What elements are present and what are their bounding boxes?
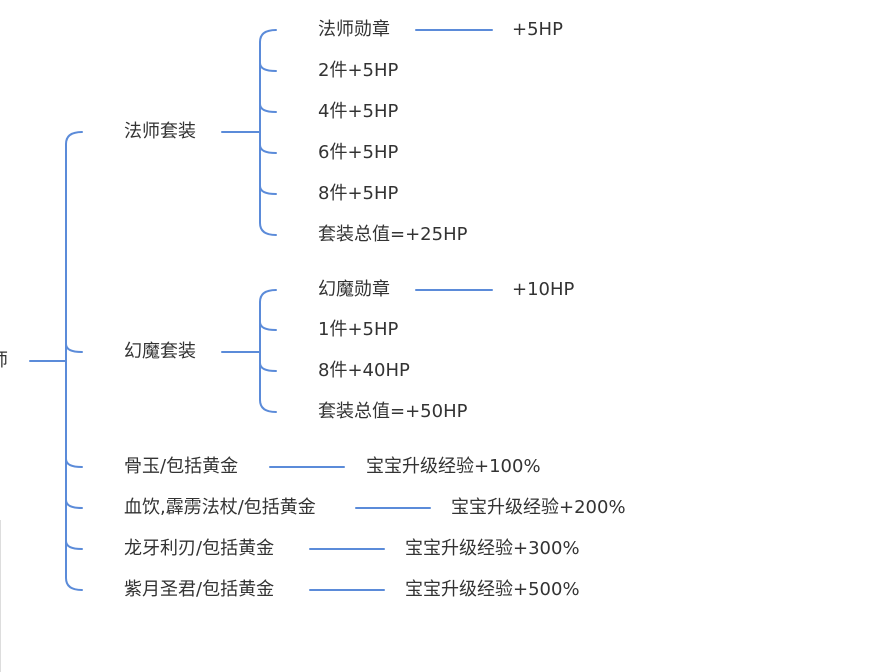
mage-set-2pc: 2件+5HP bbox=[318, 60, 399, 81]
branch-bone-jade-label: 骨玉/包括黄金 bbox=[124, 456, 239, 477]
mage-set-6pc: 6件+5HP bbox=[318, 142, 399, 163]
root-tick-2 bbox=[65, 458, 83, 468]
bone-jade-exp-value: 宝宝升级经验+100% bbox=[366, 456, 541, 477]
mage-set-tick-3 bbox=[259, 144, 277, 154]
mage-set-4pc: 4件+5HP bbox=[318, 101, 399, 122]
phantom-set-tick-1 bbox=[259, 321, 277, 331]
phantom-set-8pc: 8件+40HP bbox=[318, 360, 410, 381]
mage-medal-value: +5HP bbox=[512, 19, 563, 40]
mage-set-tick-4 bbox=[259, 185, 277, 195]
mage-set-total: 套装总值=+25HP bbox=[318, 224, 468, 245]
phantom-medal-label: 幻魔勋章 bbox=[318, 279, 390, 300]
branch-mage-set-label: 法师套装 bbox=[124, 121, 196, 142]
phantom-set-bracket bbox=[259, 289, 277, 413]
blood-drink-exp-value: 宝宝升级经验+200% bbox=[451, 497, 626, 518]
phantom-set-tick-2 bbox=[259, 362, 277, 372]
phantom-medal-value: +10HP bbox=[512, 279, 575, 300]
left-edge-divider bbox=[0, 520, 1, 672]
phantom-set-1pc: 1件+5HP bbox=[318, 319, 399, 340]
mage-set-bracket bbox=[259, 29, 277, 236]
branch-blood-drink-label: 血饮,霹雳法杖/包括黄金 bbox=[124, 497, 316, 518]
dragon-blade-exp-value: 宝宝升级经验+300% bbox=[405, 538, 580, 559]
phantom-set-total: 套装总值=+50HP bbox=[318, 401, 468, 422]
mage-medal-label: 法师勋章 bbox=[318, 19, 390, 40]
root-tick-3 bbox=[65, 499, 83, 509]
branch-dragon-blade-label: 龙牙利刃/包括黄金 bbox=[124, 538, 275, 559]
root-node-label: 师 bbox=[0, 350, 8, 372]
branch-purple-moon-label: 紫月圣君/包括黄金 bbox=[124, 579, 275, 600]
purple-moon-exp-value: 宝宝升级经验+500% bbox=[405, 579, 580, 600]
mage-set-tick-1 bbox=[259, 62, 277, 72]
root-tick-1 bbox=[65, 343, 83, 353]
root-bracket bbox=[65, 131, 83, 591]
mage-set-tick-2 bbox=[259, 103, 277, 113]
branch-phantom-set-label: 幻魔套装 bbox=[124, 341, 196, 362]
mage-set-8pc: 8件+5HP bbox=[318, 183, 399, 204]
root-tick-4 bbox=[65, 540, 83, 550]
